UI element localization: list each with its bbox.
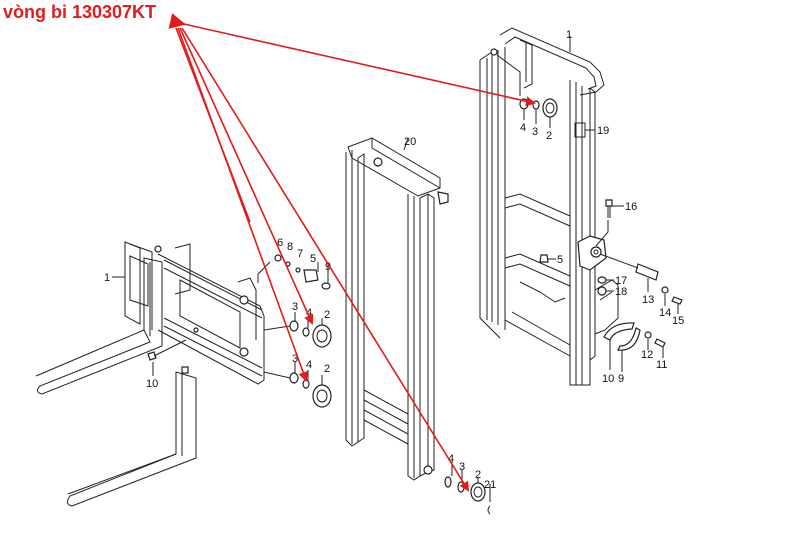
callout-om-9: 9 <box>618 373 624 385</box>
callout-c-5: 5 <box>310 253 316 265</box>
annotation-arrows <box>168 13 536 492</box>
callout-im-20: 20 <box>404 136 416 148</box>
callout-im-2: 2 <box>475 469 481 481</box>
bearing-2-icon <box>542 98 558 118</box>
outer-mast <box>479 27 619 386</box>
callout-om-10: 10 <box>602 373 614 385</box>
callout-c-4a: 4 <box>306 307 312 319</box>
callout-im-21: 21 <box>484 479 496 491</box>
callout-om-12: 12 <box>641 349 653 361</box>
callout-c-2a: 2 <box>324 309 330 321</box>
callout-om-19: 19 <box>597 125 609 137</box>
carriage <box>35 241 265 507</box>
callout-c-3a: 3 <box>292 301 298 313</box>
arrow-carriage-bearing-upper <box>179 27 314 325</box>
callout-om-2: 2 <box>546 130 552 142</box>
callout-om-11: 11 <box>656 359 667 371</box>
callout-c-10: 10 <box>146 378 158 390</box>
arrow-carriage-bearing-lower <box>177 27 308 382</box>
callout-im-3: 3 <box>459 461 465 473</box>
callout-c-6: 6 <box>277 237 283 249</box>
callout-c-2b: 2 <box>324 363 330 375</box>
callout-c-1: 1 <box>104 272 110 284</box>
callout-om-4: 4 <box>520 122 526 134</box>
callout-om-14: 14 <box>659 307 671 319</box>
callout-c-4b: 4 <box>306 359 312 371</box>
callout-c-8: 8 <box>287 241 293 253</box>
carriage-parts <box>257 254 332 408</box>
callout-om-13: 13 <box>642 294 654 306</box>
inner-mast <box>345 137 449 481</box>
arrow-shaft <box>175 27 251 223</box>
callout-om-15: 15 <box>672 315 684 327</box>
callout-c-3b: 3 <box>292 353 298 365</box>
cap-9-icon <box>617 327 641 351</box>
callout-im-4: 4 <box>448 453 454 465</box>
arrow-outer-mast-bearing <box>168 13 536 107</box>
annotation-title: vòng bi 130307KT <box>3 2 157 22</box>
callout-om-17: 17 <box>615 275 627 287</box>
callout-om-5: 5 <box>557 254 563 266</box>
callout-om-16: 16 <box>625 201 637 213</box>
callout-c-9: 9 <box>325 261 331 273</box>
callout-om-1: 1 <box>566 29 572 41</box>
callout-c-7: 7 <box>297 248 303 260</box>
arrow-inner-mast-bearing <box>181 27 470 492</box>
callout-om-3: 3 <box>532 126 538 138</box>
cap-10-icon <box>603 322 635 341</box>
callout-om-18: 18 <box>615 286 627 298</box>
callout-labels: 1 4 3 2 19 16 5 17 18 13 14 15 12 11 10 … <box>104 29 684 491</box>
